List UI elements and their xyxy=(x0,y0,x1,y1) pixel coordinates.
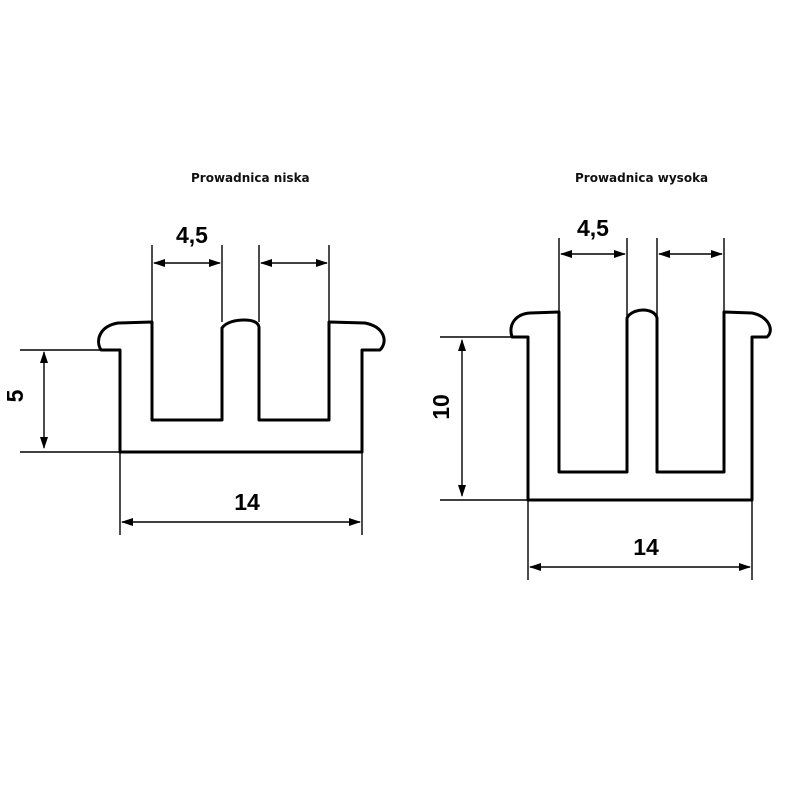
left-width-label: 14 xyxy=(234,489,260,515)
right-width-label: 14 xyxy=(633,534,659,560)
right-profile: 10 14 4,5 xyxy=(428,215,772,580)
right-profile-title: Prowadnica wysoka xyxy=(575,171,709,185)
left-profile-outline xyxy=(97,318,386,454)
left-profile: 5 14 4,5 xyxy=(2,222,386,535)
right-height-label: 10 xyxy=(428,394,454,420)
right-slot-width-label: 4,5 xyxy=(577,215,609,241)
left-slot-width-label: 4,5 xyxy=(176,222,208,248)
right-profile-outline xyxy=(509,308,772,502)
left-profile-title: Prowadnica niska xyxy=(191,171,310,185)
left-height-label: 5 xyxy=(2,389,28,402)
